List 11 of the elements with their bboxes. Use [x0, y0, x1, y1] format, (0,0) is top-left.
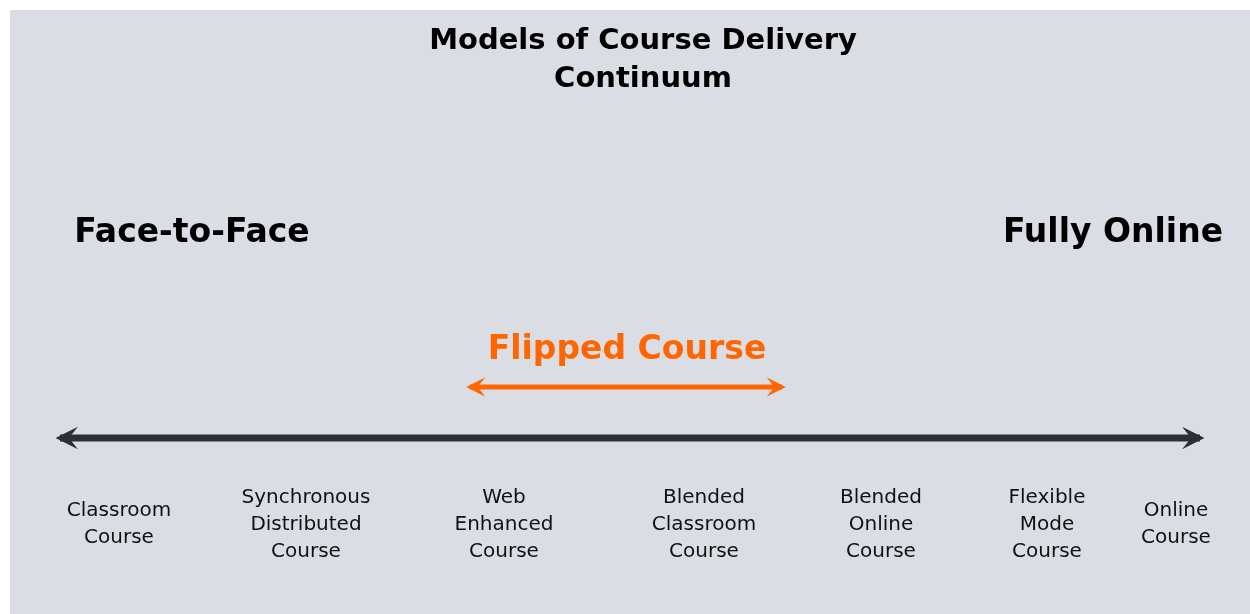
course-type-label: Blended Classroom Course: [651, 482, 757, 564]
diagram-title: Models of Course Delivery Continuum: [428, 21, 858, 96]
course-type-label: Blended Online Course: [840, 482, 922, 564]
course-type-label: Flexible Mode Course: [1008, 482, 1086, 564]
scale-end-label: Fully Online: [1002, 213, 1224, 247]
course-type-label: Web Enhanced Course: [454, 482, 554, 564]
course-type-label: Synchronous Distributed Course: [241, 482, 371, 564]
course-type-label: Online Course: [1141, 496, 1211, 550]
course-type-label: Classroom Course: [66, 496, 172, 550]
range-label: Flipped Course: [487, 330, 767, 364]
scale-end-label: Face-to-Face: [74, 213, 310, 247]
